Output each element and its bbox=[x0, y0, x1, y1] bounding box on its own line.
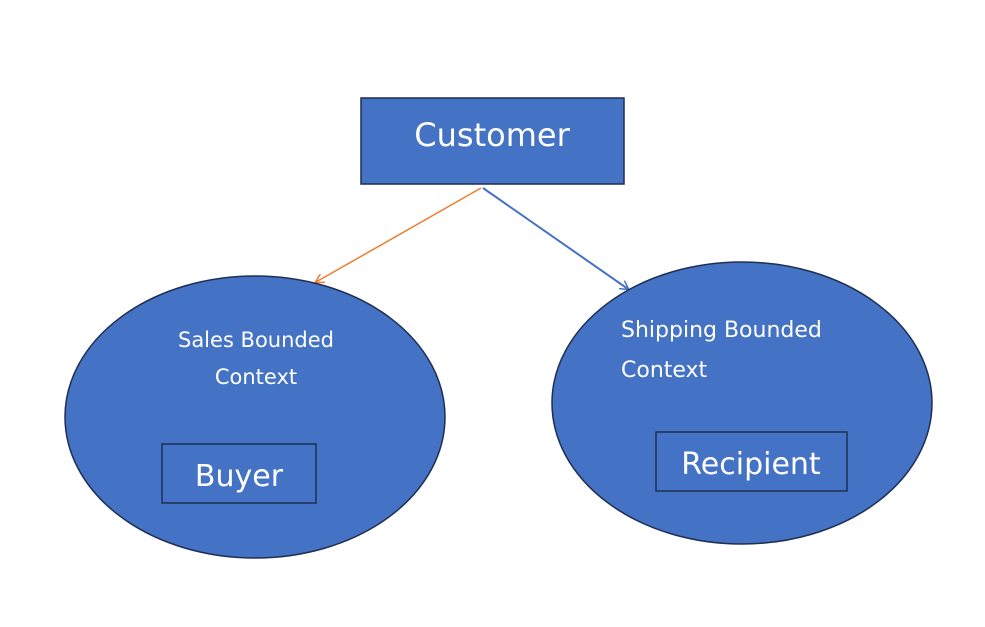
shipping-context-ellipse bbox=[551, 261, 933, 545]
sales-context-title-line1: Sales Bounded bbox=[178, 328, 334, 352]
sales-context-ellipse bbox=[64, 275, 446, 559]
shipping-context-node: Shipping Bounded Context Recipient bbox=[551, 261, 933, 545]
buyer-box bbox=[161, 443, 317, 504]
arrow-customer-to-sales bbox=[316, 187, 482, 282]
sales-context-title-line2: Context bbox=[215, 365, 297, 389]
arrow-customer-to-shipping bbox=[482, 187, 628, 289]
customer-label: Customer bbox=[414, 116, 570, 154]
customer-box bbox=[360, 97, 625, 185]
sales-context-node: Sales Bounded Context Buyer bbox=[64, 275, 446, 559]
buyer-label: Buyer bbox=[195, 459, 284, 494]
recipient-label: Recipient bbox=[681, 447, 821, 482]
shipping-context-title-line2: Context bbox=[621, 358, 708, 383]
recipient-box bbox=[655, 431, 848, 492]
customer-node: Customer bbox=[360, 97, 625, 185]
shipping-context-title-line1: Shipping Bounded bbox=[621, 318, 822, 343]
